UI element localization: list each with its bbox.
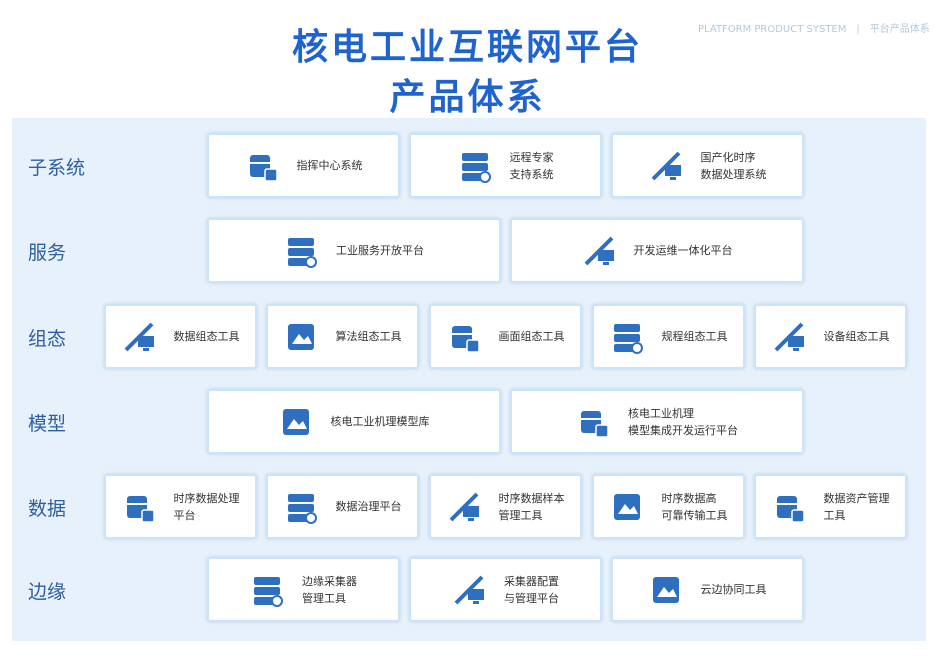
product-card[interactable]: 设备组态工具 [754, 304, 907, 369]
product-card-label: 时序数据高 可靠传输工具 [661, 491, 728, 522]
model-library-icon [282, 408, 309, 435]
product-card-label: 远程专家 支持系统 [509, 150, 554, 181]
tools-monitor-icon [584, 236, 614, 265]
row-label: 服务 [28, 242, 67, 264]
clock-transfer-icon [613, 493, 640, 520]
product-card-label: 数据组态工具 [173, 330, 240, 343]
chart-settings-icon [287, 493, 317, 524]
product-card-label: 开发运维一体化平台 [633, 244, 733, 257]
product-card[interactable]: 边缘采集器 管理工具 [207, 557, 400, 622]
database-tool-icon [449, 492, 479, 521]
row-label: 数据 [28, 498, 67, 520]
product-card[interactable]: 时序数据高 可靠传输工具 [592, 474, 745, 539]
edge-collector-icon [254, 576, 283, 607]
product-card[interactable]: 时序数据处理 平台 [104, 474, 257, 539]
product-card[interactable]: 数据治理平台 [266, 474, 419, 539]
gears-cloud-icon [652, 576, 679, 603]
monitor-share-icon [774, 322, 804, 351]
database-share-icon [124, 322, 154, 351]
product-card[interactable]: 采集器配置 与管理平台 [409, 557, 602, 622]
subtitle: PLATFORM PRODUCT SYSTEM | 平台产品体系 [698, 20, 930, 35]
subtitle-en: PLATFORM PRODUCT SYSTEM [698, 24, 847, 35]
chart-database-icon [776, 495, 805, 523]
product-card[interactable]: 核电工业机理模型库 [207, 389, 501, 454]
product-card-label: 指挥中心系统 [296, 159, 363, 172]
product-card[interactable]: 核电工业机理 模型集成开发运行平台 [510, 389, 804, 454]
subtitle-cn: 平台产品体系 [869, 24, 930, 35]
product-card[interactable]: 开发运维一体化平台 [510, 218, 804, 283]
image-share-icon [451, 325, 480, 353]
product-panel [12, 118, 926, 641]
product-card-label: 边缘采集器 管理工具 [302, 574, 357, 605]
row-label: 组态 [28, 328, 67, 350]
product-card-label: 算法组态工具 [335, 330, 402, 343]
product-card-label: 国产化时序 数据处理系统 [700, 150, 767, 181]
product-card[interactable]: 云边协同工具 [611, 557, 804, 622]
row-label: 子系统 [28, 157, 86, 179]
database-folder-icon [651, 151, 681, 180]
database-lock-icon [126, 495, 155, 523]
product-card[interactable]: 画面组态工具 [429, 304, 582, 369]
product-card-label: 核电工业机理模型库 [330, 415, 430, 428]
product-card[interactable]: 指挥中心系统 [207, 133, 400, 198]
product-card-label: 采集器配置 与管理平台 [504, 574, 559, 605]
product-card[interactable]: 规程组态工具 [592, 304, 745, 369]
product-card-label: 云边协同工具 [700, 583, 767, 596]
product-card-label: 画面组态工具 [498, 330, 565, 343]
product-card-label: 数据资产管理 工具 [823, 491, 890, 522]
row-label: 模型 [28, 413, 67, 435]
product-card[interactable]: 数据组态工具 [104, 304, 257, 369]
product-card-label: 时序数据样本 管理工具 [498, 491, 565, 522]
page-title-line2: 产品体系 [389, 77, 546, 118]
algorithm-icon [287, 323, 314, 350]
product-card[interactable]: 时序数据样本 管理工具 [429, 474, 582, 539]
product-card[interactable]: 算法组态工具 [266, 304, 419, 369]
product-card-label: 规程组态工具 [661, 330, 728, 343]
server-eye-icon [288, 237, 317, 268]
product-card-label: 设备组态工具 [823, 330, 890, 343]
code-chart-icon [613, 323, 643, 354]
database-org-icon [249, 154, 278, 182]
page-title: 核电工业互联网平台 [291, 27, 643, 68]
cube-document-icon [454, 575, 484, 604]
product-card[interactable]: 国产化时序 数据处理系统 [611, 133, 804, 198]
product-card-label: 核电工业机理 模型集成开发运行平台 [628, 406, 738, 437]
row-label: 边缘 [28, 581, 67, 603]
product-card-label: 数据治理平台 [335, 500, 402, 513]
product-card-label: 工业服务开放平台 [336, 244, 424, 257]
database-transfer-icon [461, 152, 491, 183]
subtitle-separator: | [856, 24, 860, 35]
product-card-label: 时序数据处理 平台 [173, 491, 240, 522]
product-card[interactable]: 数据资产管理 工具 [754, 474, 907, 539]
model-document-icon [581, 410, 609, 438]
product-card[interactable]: 远程专家 支持系统 [409, 133, 602, 198]
product-card[interactable]: 工业服务开放平台 [207, 218, 501, 283]
